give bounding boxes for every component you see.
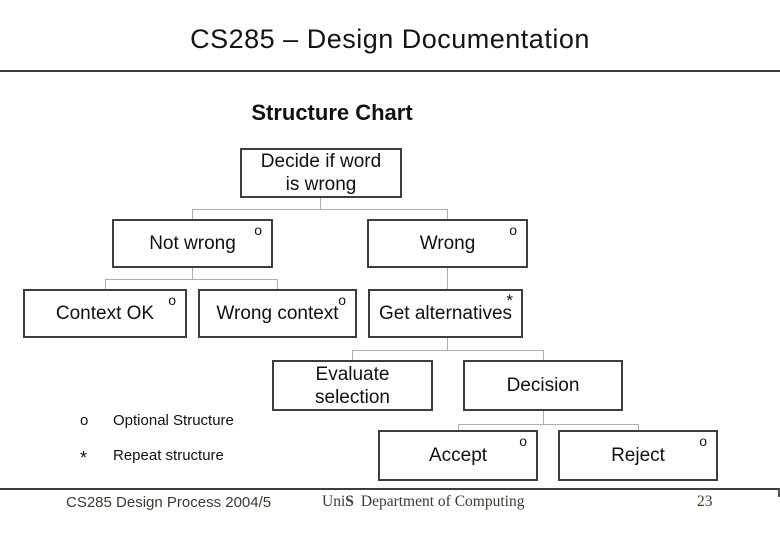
legend-optional-label: Optional Structure bbox=[113, 412, 234, 429]
optional-marker: o bbox=[699, 433, 707, 449]
node-label: Wrong context bbox=[216, 303, 339, 324]
connector-wrong-to-getalternatives bbox=[447, 268, 448, 289]
optional-marker: o bbox=[254, 222, 262, 238]
optional-marker: o bbox=[519, 433, 527, 449]
node-label: Context OK bbox=[55, 303, 155, 324]
connector-row4-bar bbox=[352, 350, 544, 351]
chart-heading: Structure Chart bbox=[251, 100, 413, 125]
legend-repeat-symbol: * bbox=[80, 448, 88, 468]
node-label: Get alternatives bbox=[378, 303, 513, 324]
connector-wrongcontext-drop bbox=[277, 279, 278, 289]
node-decision: Decision bbox=[463, 360, 623, 411]
header-divider bbox=[0, 70, 780, 72]
connector-row2-bar bbox=[192, 209, 448, 210]
connector-notwrong-drop bbox=[192, 209, 193, 219]
page-number: 23 bbox=[697, 493, 713, 510]
legend-item-repeat: * Repeat structure bbox=[80, 444, 224, 468]
legend-item-optional: o Optional Structure bbox=[80, 412, 234, 429]
connector-notwrong-stem bbox=[192, 268, 193, 279]
legend-optional-symbol: o bbox=[80, 412, 89, 429]
node-label: Decide if word is wrong bbox=[260, 151, 382, 195]
connector-row3-bar bbox=[105, 279, 278, 280]
uni-logo-s: S bbox=[345, 493, 354, 510]
connector-accept-drop bbox=[458, 424, 459, 430]
connector-row5-bar bbox=[458, 424, 639, 425]
legend-repeat-label: Repeat structure bbox=[113, 447, 224, 464]
optional-marker: o bbox=[509, 222, 517, 238]
connector-evaluate-drop bbox=[352, 350, 353, 360]
node-evaluate-selection: Evaluate selection bbox=[272, 360, 433, 411]
node-label: Decision bbox=[506, 375, 580, 396]
footer-department-label: Department of Computing bbox=[360, 493, 525, 510]
node-decide-if-word-is-wrong: Decide if word is wrong bbox=[240, 148, 402, 198]
node-wrong-context: Wrong context o bbox=[198, 289, 357, 338]
connector-reject-drop bbox=[638, 424, 639, 430]
footer-course-label: CS285 Design Process 2004/5 bbox=[66, 494, 272, 511]
node-label: Reject bbox=[611, 445, 665, 466]
node-context-ok: Context OK o bbox=[23, 289, 187, 338]
optional-marker: o bbox=[168, 292, 176, 308]
node-accept: Accept o bbox=[378, 430, 538, 481]
node-not-wrong: Not wrong o bbox=[112, 219, 273, 268]
footer-edge-tick bbox=[778, 489, 780, 497]
uni-logo-text: Uni bbox=[322, 493, 346, 510]
node-label: Evaluate selection bbox=[315, 363, 390, 408]
slide-title: CS285 – Design Documentation bbox=[190, 24, 590, 54]
connector-contextok-drop bbox=[105, 279, 106, 289]
optional-marker: o bbox=[338, 292, 346, 308]
repeat-marker: * bbox=[506, 291, 513, 310]
connector-decision-stem bbox=[543, 411, 544, 424]
node-label: Not wrong bbox=[149, 233, 236, 254]
footer-divider bbox=[0, 488, 780, 490]
connector-getalternatives-stem bbox=[447, 338, 448, 350]
node-wrong: Wrong o bbox=[367, 219, 528, 268]
node-reject: Reject o bbox=[558, 430, 718, 481]
footer-department: UniS Department of Computing bbox=[322, 493, 524, 511]
node-label: Accept bbox=[428, 445, 488, 466]
connector-wrong-drop bbox=[447, 209, 448, 219]
node-get-alternatives: Get alternatives * bbox=[368, 289, 523, 338]
connector-decide-stem bbox=[320, 198, 321, 209]
connector-decision-drop bbox=[543, 350, 544, 360]
node-label: Wrong bbox=[419, 233, 476, 254]
